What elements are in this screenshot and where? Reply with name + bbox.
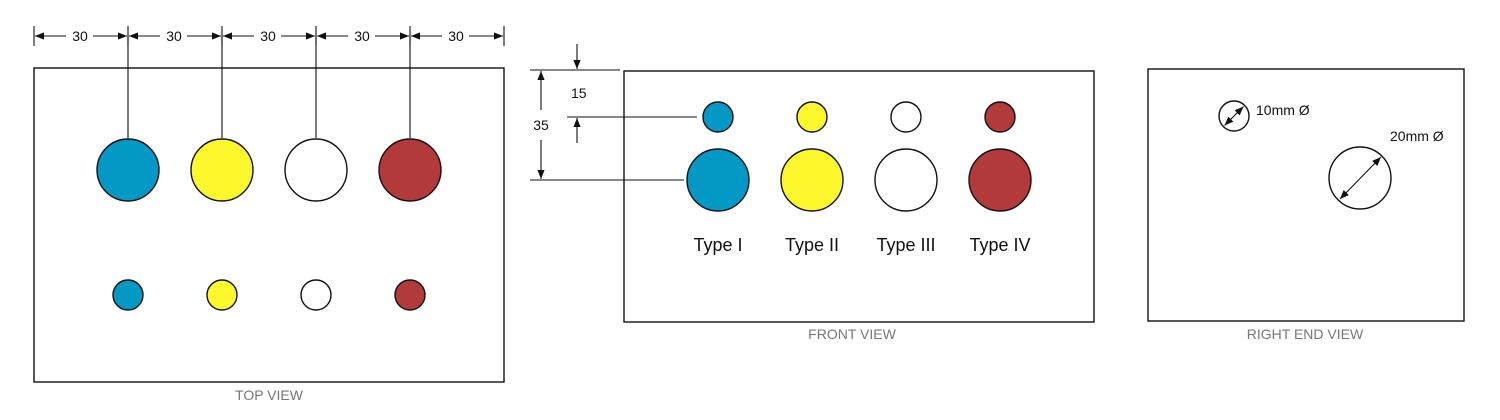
small-hole-type-3 xyxy=(890,101,922,133)
type-label: Type I xyxy=(693,235,742,255)
large-hole-type-3 xyxy=(874,148,938,212)
small-diameter-callout: 10mm Ø xyxy=(1218,100,1310,132)
small-hole-type-4 xyxy=(984,101,1016,133)
front-view-plate xyxy=(623,70,1095,323)
type-label: Type II xyxy=(785,235,839,255)
right-end-view-label: RIGHT END VIEW xyxy=(1247,326,1364,342)
small-hole-type-3 xyxy=(300,279,332,311)
front-view-label: FRONT VIEW xyxy=(808,326,896,342)
spacing-dim-text: 30 xyxy=(72,28,88,44)
top-view-label: TOP VIEW xyxy=(235,387,304,403)
large-hole-type-4 xyxy=(968,148,1032,212)
large-hole-type-1 xyxy=(96,138,160,202)
right-end-view-plate xyxy=(1147,68,1465,322)
small-hole-type-2 xyxy=(796,101,828,133)
spacing-dim-text: 30 xyxy=(166,28,182,44)
right-end-view: 10mm Ø 20mm Ø RIGHT END VIEW xyxy=(1147,68,1465,342)
large-diameter-callout: 20mm Ø xyxy=(1328,128,1444,210)
large-hole-type-4 xyxy=(378,138,442,202)
top-view: 30 30 30 30 30 xyxy=(33,26,505,403)
dimension-15: 15 xyxy=(571,44,587,143)
front-view: 15 35 Type I Type II Type III Type IV FR… xyxy=(530,44,1095,342)
spacing-dimension-1: 30 xyxy=(35,28,127,44)
top-view-plate xyxy=(33,67,505,383)
small-hole-type-1 xyxy=(112,279,144,311)
dim-35-text: 35 xyxy=(533,117,549,133)
small-hole-type-4 xyxy=(394,279,426,311)
spacing-dim-text: 30 xyxy=(448,28,464,44)
small-diameter-arrow xyxy=(1224,106,1244,126)
spacing-dimension-3: 30 xyxy=(223,28,315,44)
spacing-dim-text: 30 xyxy=(260,28,276,44)
large-hole-type-3 xyxy=(284,138,348,202)
spacing-dimension-4: 30 xyxy=(317,28,409,44)
large-diameter-text: 20mm Ø xyxy=(1390,128,1444,144)
small-diameter-text: 10mm Ø xyxy=(1256,102,1310,118)
large-hole-type-2 xyxy=(190,138,254,202)
dimension-35: 35 xyxy=(533,71,549,179)
small-hole-type-2 xyxy=(206,279,238,311)
large-hole-type-1 xyxy=(686,148,750,212)
type-label: Type IV xyxy=(969,235,1030,255)
small-hole-type-1 xyxy=(702,101,734,133)
large-hole-type-2 xyxy=(780,148,844,212)
spacing-dim-text: 30 xyxy=(354,28,370,44)
spacing-dimension-2: 30 xyxy=(129,28,221,44)
dim-15-text: 15 xyxy=(571,85,587,101)
type-label: Type III xyxy=(876,235,935,255)
large-diameter-arrow xyxy=(1339,156,1382,200)
spacing-dimension-5: 30 xyxy=(411,28,503,44)
